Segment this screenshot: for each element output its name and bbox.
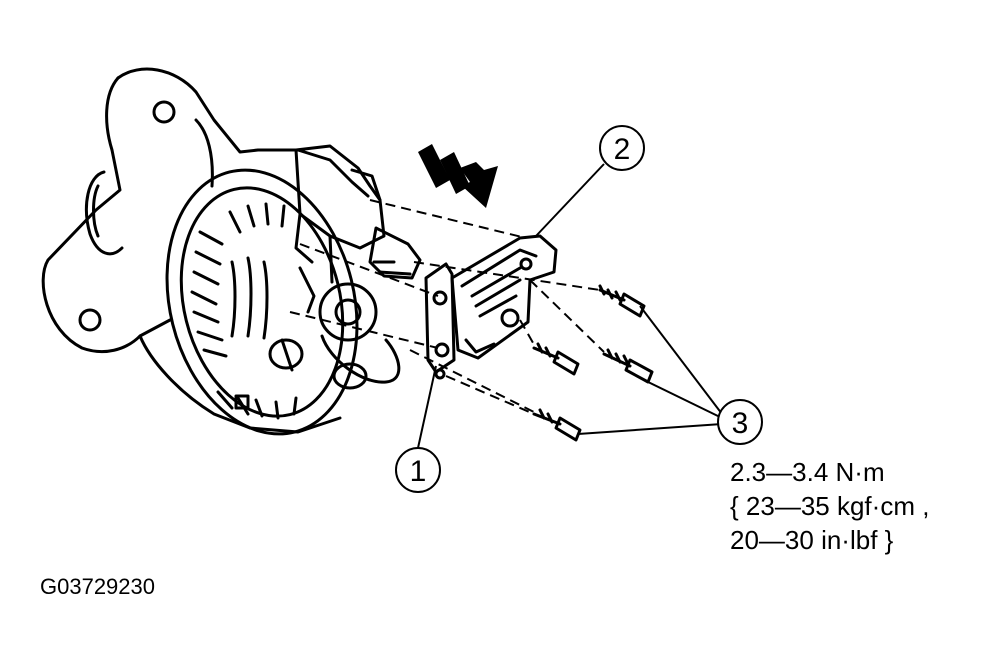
callout-1-label: 1: [410, 455, 427, 488]
screws: [532, 284, 654, 442]
callout-1: 1: [395, 447, 441, 493]
ic-regulator: [450, 234, 558, 360]
brush-holder: [268, 144, 422, 390]
torque-line-2: { 23—35 kgf·cm ,: [730, 491, 930, 521]
alignment-lines: [289, 199, 605, 415]
torque-line-3: 20—30 in·lbf }: [730, 525, 894, 555]
direction-arrow: [418, 144, 498, 208]
callout-3-label: 3: [732, 407, 749, 440]
callout-2: 2: [599, 125, 645, 171]
figure-id: G03729230: [40, 574, 155, 599]
leader-lines: [417, 163, 723, 449]
torque-line-1: 2.3—3.4 N·m: [730, 457, 885, 487]
torque-spec: 2.3—3.4 N·m { 23—35 kgf·cm , 20—30 in·lb…: [730, 455, 929, 557]
callout-3: 3: [717, 399, 763, 445]
callout-2-label: 2: [614, 133, 631, 166]
rear-cover: [165, 168, 359, 436]
